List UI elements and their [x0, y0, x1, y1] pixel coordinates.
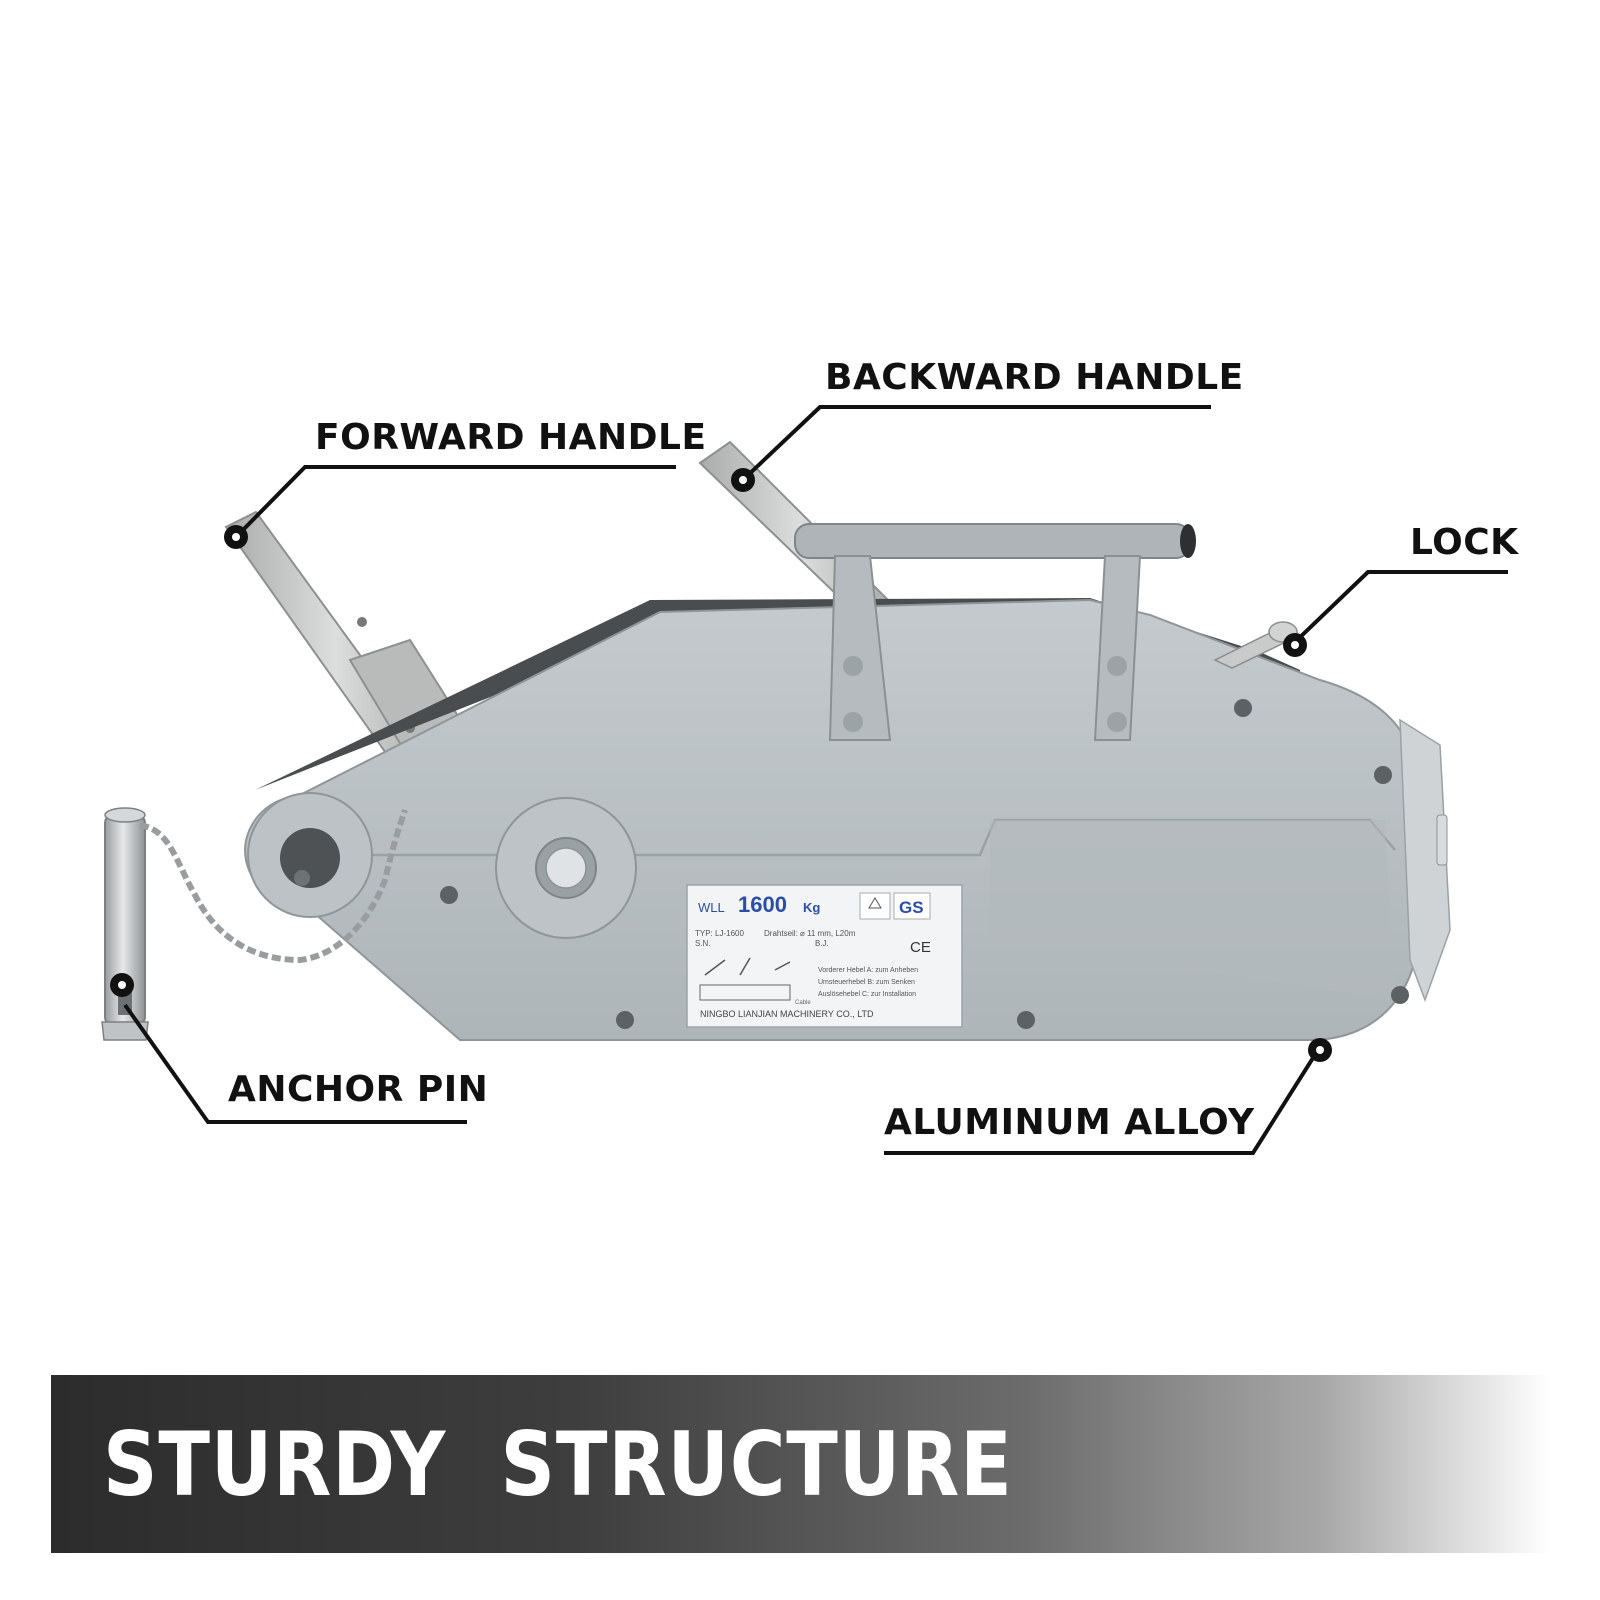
aluminum-alloy-leader	[884, 1048, 1320, 1155]
banner-title: STURDY STRUCTURE	[103, 1413, 1013, 1516]
anchor-pin-label: ANCHOR PIN	[228, 1069, 489, 1110]
backward-handle-leader	[743, 405, 1211, 480]
nameplate-instruction-b: Umsteuerhebel B: zum Senken	[818, 979, 915, 986]
lock-label: LOCK	[1410, 522, 1519, 563]
feature-banner: STURDY STRUCTURE	[51, 1375, 1551, 1553]
safety-chain	[139, 809, 408, 964]
nameplate-gs-mark: GS	[899, 898, 924, 917]
nameplate: WLL 1600 Kg GS CE TYP: LJ-1600 Drahtseil…	[686, 884, 963, 1028]
nameplate-capacity: 1600	[738, 892, 787, 917]
nameplate-unit: Kg	[803, 900, 820, 915]
forward-handle-label: FORWARD HANDLE	[315, 417, 707, 458]
nameplate-wll-label: WLL	[698, 900, 725, 915]
anchor-eye	[247, 792, 373, 918]
nameplate-instruction-c: Auslösehebel C: zur Installation	[818, 991, 916, 998]
nameplate-sn: S.N.	[695, 939, 711, 948]
nameplate-ce-mark: CE	[910, 939, 931, 956]
backward-handle-label: BACKWARD HANDLE	[825, 357, 1244, 398]
nameplate-instruction-a: Vorderer Hebel A: zum Anheben	[818, 967, 918, 974]
nameplate-type: TYP: LJ-1600	[695, 929, 744, 938]
nameplate-cable: Cable	[795, 1000, 811, 1006]
lock-leader	[1293, 570, 1508, 644]
callout-dots	[110, 468, 1332, 1062]
aluminum-alloy-label: ALUMINUM ALLOY	[884, 1102, 1255, 1143]
nameplate-bj: B.J.	[815, 939, 829, 948]
anchor-pin-leader	[123, 1003, 467, 1124]
carry-handle	[794, 523, 1196, 741]
forward-handle-leader	[236, 465, 676, 537]
drum-hub	[495, 797, 637, 939]
nameplate-rope: Drahtseil: ⌀ 11 mm, L20m	[764, 929, 856, 938]
callout-leaders	[123, 405, 1508, 1155]
nameplate-manufacturer: NINGBO LIANJIAN MACHINERY CO., LTD	[700, 1009, 874, 1019]
screws	[440, 699, 1409, 1029]
